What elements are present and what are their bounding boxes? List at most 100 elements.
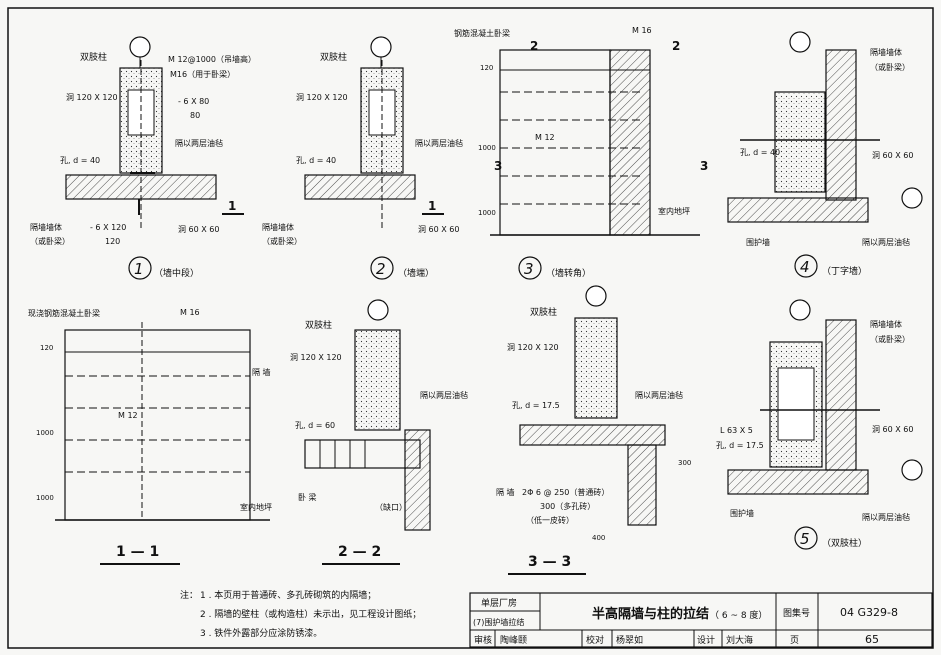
dim-120-s11: 120 bbox=[40, 344, 53, 352]
section-mark-2a: 2 bbox=[530, 39, 538, 53]
tb-title: 半高隔墙与柱的拉结 bbox=[592, 606, 709, 622]
label-gehong-4: 隔以两层油毡 bbox=[862, 237, 910, 247]
label-huowoliang-5: （或卧梁） bbox=[870, 334, 910, 344]
tb-page-label: 页 bbox=[790, 635, 799, 646]
tb-designer: 刘大海 bbox=[726, 634, 753, 646]
label-kong60-s22: 孔, d = 60 bbox=[295, 421, 335, 430]
label-woliang-s22: 卧 梁 bbox=[298, 493, 317, 502]
dim-120-3: 120 bbox=[480, 64, 493, 72]
section-mark-1: 1 bbox=[228, 199, 236, 213]
label-plate2: - 6 X 120 bbox=[90, 223, 126, 232]
detail-2: 双肢柱 洞 120 X 120 孔, d = 40 隔以两层油毡 隔墙墙体 （或… bbox=[262, 36, 463, 280]
label-weihuqiang-4: 围护墙 bbox=[746, 237, 770, 247]
tb-project: 单层厂房 bbox=[481, 597, 517, 609]
label-plate: - 6 X 80 bbox=[178, 97, 209, 106]
dim-300-s33: 300 bbox=[678, 459, 691, 467]
label-shuangzhizhu-s33: 双肢柱 bbox=[530, 306, 557, 318]
tb-design: 设计 bbox=[697, 634, 715, 646]
tb-review: 审核 bbox=[474, 634, 492, 646]
label-geqiang-s33: 隔 墙 bbox=[496, 487, 515, 497]
label-shuangzhizhu: 双肢柱 bbox=[80, 51, 107, 63]
label-bolt-m16: M16（用于卧梁） bbox=[170, 70, 235, 79]
detail-1-number: 1 bbox=[134, 260, 144, 278]
detail-5-number: 5 bbox=[800, 530, 810, 548]
section-1-1: 现浇钢筋混凝土卧梁 M 16 M 12 隔 墙 室内地坪 120 1000 10… bbox=[28, 308, 272, 565]
label-m12-s11: M 12 bbox=[118, 411, 138, 420]
title-block: 单层厂房 (7)围护墙拉结 半高隔墙与柱的拉结 （ 6 ~ 8 度） 图集号 0… bbox=[469, 592, 933, 648]
label-geqiangti-5: 隔墙墙体 bbox=[870, 319, 902, 329]
label-geqiangti-4: 隔墙墙体 bbox=[870, 47, 902, 57]
section-mark-2b: 2 bbox=[672, 39, 680, 53]
detail-2-number: 2 bbox=[376, 260, 386, 278]
dim-1000-3b: 1000 bbox=[478, 209, 496, 217]
label-geqiangti-2: 隔墙墙体 bbox=[262, 222, 294, 232]
label-angle-5: L 63 X 5 bbox=[720, 426, 753, 435]
label-m16-s11: M 16 bbox=[180, 308, 200, 317]
tb-checker: 杨翠如 bbox=[616, 634, 643, 646]
label-dong60-4: 洞 60 X 60 bbox=[872, 150, 913, 160]
label-kong40-2: 孔, d = 40 bbox=[296, 156, 336, 165]
detail-3: 钢筋混凝土卧梁 M 16 M 12 室内地坪 2 2 3 3 120 1000 … bbox=[454, 26, 708, 280]
label-shinei-s11: 室内地坪 bbox=[240, 502, 272, 512]
label-bolt-m12: M 12@1000（吊墙高） bbox=[168, 54, 256, 64]
note-3: 3 . 铁件外露部分应涂防锈漆。 bbox=[200, 627, 322, 639]
dim-1000-s11a: 1000 bbox=[36, 429, 54, 437]
notes-prefix: 注： bbox=[180, 589, 198, 601]
detail-3-caption: （墙转角） bbox=[546, 267, 591, 279]
dim-400-s33: 400 bbox=[592, 534, 605, 542]
tb-reviewer: 陶峰颐 bbox=[500, 634, 527, 646]
tb-page-no: 65 bbox=[865, 633, 879, 646]
label-m12-3: M 12 bbox=[535, 133, 555, 142]
label-huowoliang-1: （或卧梁） bbox=[30, 236, 70, 246]
label-dong120-s33: 洞 120 X 120 bbox=[507, 342, 559, 352]
detail-5: 隔墙墙体 （或卧梁） L 63 X 5 孔, d = 17.5 洞 60 X 6… bbox=[716, 299, 923, 550]
label-geqiangti-1: 隔墙墙体 bbox=[30, 222, 62, 232]
label-shinei-3: 室内地坪 bbox=[658, 206, 690, 216]
label-shuangzhizhu-s22: 双肢柱 bbox=[305, 319, 332, 331]
label-dong120-2: 洞 120 X 120 bbox=[296, 92, 348, 102]
label-weihuqiang-5: 围护墙 bbox=[730, 508, 754, 518]
section-mark-3a: 3 bbox=[494, 159, 502, 173]
detail-4: 隔墙墙体 （或卧梁） 孔, d = 40 洞 60 X 60 围护墙 隔以两层油… bbox=[727, 31, 923, 278]
section-3-3: 双肢柱 洞 120 X 120 隔以两层油毡 孔, d = 17.5 隔 墙 2… bbox=[496, 285, 691, 575]
label-gehong-s22: 隔以两层油毡 bbox=[420, 390, 468, 400]
label-rebar-s33: 2Φ 6 @ 250（普通砖） bbox=[522, 487, 609, 497]
detail-5-caption: （双肢柱） bbox=[822, 537, 867, 549]
detail-3-number: 3 bbox=[524, 260, 534, 278]
dim-1000-s11b: 1000 bbox=[36, 494, 54, 502]
label-gehong-2: 隔以两层油毡 bbox=[415, 138, 463, 148]
notes: 注： 1 . 本页用于普通砖、多孔砖砌筑的内隔墙； 2 . 隔墙的壁柱（或构造柱… bbox=[180, 589, 421, 639]
dim-1000-3a: 1000 bbox=[478, 144, 496, 152]
label-gehong-1: 隔以两层油毡 bbox=[175, 138, 223, 148]
label-dong60-5: 洞 60 X 60 bbox=[872, 424, 913, 434]
label-rebar2-s33: 300（多孔砖） bbox=[540, 501, 595, 511]
label-dong120-1: 洞 120 X 120 bbox=[66, 92, 118, 102]
section-title-1-1: 1 — 1 bbox=[116, 544, 159, 560]
label-dong60-2: 洞 60 X 60 bbox=[418, 224, 459, 234]
label-gangjin-wl: 钢筋混凝土卧梁 bbox=[454, 28, 510, 38]
label-dong60-1: 洞 60 X 60 bbox=[178, 224, 219, 234]
tb-atlas-no: 04 G329-8 bbox=[840, 606, 898, 619]
section-mark-1b: 1 bbox=[428, 199, 436, 213]
label-m16-3: M 16 bbox=[632, 26, 652, 35]
section-title-3-3: 3 — 3 bbox=[528, 554, 571, 570]
label-diyi-s33: （低一皮砖） bbox=[526, 515, 574, 525]
note-1: 1 . 本页用于普通砖、多孔砖砌筑的内隔墙； bbox=[200, 589, 376, 601]
label-kong40-4: 孔, d = 40 bbox=[740, 148, 780, 157]
label-plate2b: 120 bbox=[105, 237, 120, 246]
sheet-border bbox=[7, 7, 934, 649]
label-kong40-1: 孔, d = 40 bbox=[60, 156, 100, 165]
label-plate-b: 80 bbox=[190, 111, 200, 120]
detail-2-caption: （墙端） bbox=[398, 267, 434, 279]
section-2-2: 双肢柱 洞 120 X 120 隔以两层油毡 孔, d = 60 卧 梁 （缺口… bbox=[290, 299, 468, 565]
label-xianjiao-wl: 现浇钢筋混凝土卧梁 bbox=[28, 308, 100, 318]
section-title-2-2: 2 — 2 bbox=[338, 544, 381, 560]
tb-atlas-label: 图集号 bbox=[783, 607, 810, 619]
detail-1-caption: （墙中段） bbox=[154, 267, 199, 279]
label-kong175-5: 孔, d = 17.5 bbox=[716, 441, 764, 450]
label-quekou-s22: （缺口） bbox=[375, 502, 407, 512]
note-2: 2 . 隔墙的壁柱（或构造柱）未示出，见工程设计图纸； bbox=[200, 608, 421, 620]
label-kong175-s33: 孔, d = 17.5 bbox=[512, 401, 560, 410]
